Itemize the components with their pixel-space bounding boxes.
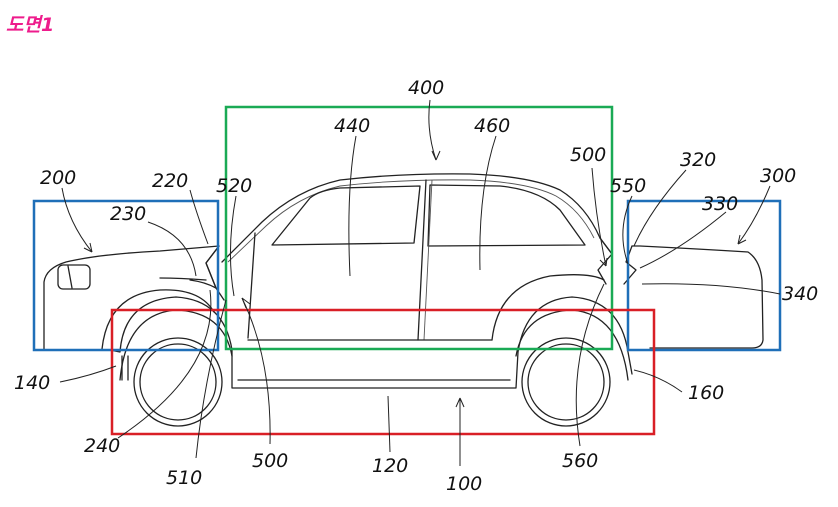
label-520: 520 bbox=[216, 175, 252, 197]
label-500-top: 500 bbox=[570, 144, 606, 166]
leader-300 bbox=[737, 185, 771, 245]
cabin-inner-roof bbox=[227, 179, 595, 263]
front-wheel bbox=[521, 337, 611, 427]
front-rim bbox=[527, 343, 605, 421]
label-160: 160 bbox=[688, 382, 724, 404]
tail-lamp-divider bbox=[67, 265, 73, 289]
figure-title: 도면1 bbox=[6, 14, 54, 36]
leader-120 bbox=[387, 395, 391, 453]
leader-510 bbox=[195, 299, 227, 459]
label-340: 340 bbox=[782, 283, 818, 305]
front-module-box bbox=[626, 199, 782, 352]
rear-wheel bbox=[133, 337, 223, 427]
label-510: 510 bbox=[166, 467, 202, 489]
cabin-front-edge bbox=[247, 232, 256, 339]
leader-lines bbox=[59, 99, 781, 466]
arrow-200 bbox=[83, 242, 93, 253]
leader-400 bbox=[428, 99, 437, 161]
rear-rim bbox=[139, 343, 217, 421]
rear-module-body bbox=[43, 245, 220, 350]
cabin-rear-arch bbox=[491, 274, 605, 341]
leader-320 bbox=[633, 169, 687, 247]
arrow-100 bbox=[455, 397, 465, 408]
leader-550 bbox=[622, 195, 633, 265]
arrow-500-bottom bbox=[241, 297, 251, 309]
label-120: 120 bbox=[372, 455, 408, 477]
leader-330 bbox=[639, 211, 727, 269]
front-tire bbox=[521, 337, 611, 427]
rear-module-wheel-arch bbox=[101, 289, 215, 350]
b-pillar bbox=[417, 179, 427, 341]
label-230: 230 bbox=[110, 203, 146, 225]
rear-tire bbox=[133, 337, 223, 427]
label-200: 200 bbox=[40, 167, 76, 189]
leader-240 bbox=[117, 289, 212, 439]
b-pillar-inner bbox=[423, 179, 433, 341]
arrow-500-top bbox=[599, 257, 608, 267]
label-460: 460 bbox=[474, 115, 510, 137]
leader-140 bbox=[59, 365, 117, 383]
label-560: 560 bbox=[562, 450, 598, 472]
label-400: 400 bbox=[408, 77, 444, 99]
leader-560 bbox=[575, 283, 605, 447]
cabin-roof bbox=[221, 173, 613, 263]
leader-500-top bbox=[591, 167, 607, 267]
leader-440 bbox=[348, 135, 357, 277]
label-550: 550 bbox=[610, 175, 646, 197]
label-140: 140 bbox=[14, 372, 50, 394]
leader-160 bbox=[633, 369, 683, 393]
leader-200 bbox=[61, 187, 93, 253]
label-100: 100 bbox=[446, 473, 482, 495]
label-440: 440 bbox=[334, 115, 370, 137]
front-module-joint bbox=[623, 245, 637, 285]
rear-joint bbox=[205, 245, 225, 301]
arrow-400 bbox=[431, 150, 441, 161]
front-module-body bbox=[631, 245, 764, 349]
chassis-module-box bbox=[110, 308, 656, 436]
rear-window bbox=[427, 184, 586, 247]
label-330: 330 bbox=[702, 193, 738, 215]
label-220: 220 bbox=[152, 170, 188, 192]
label-320: 320 bbox=[680, 149, 716, 171]
reference-numerals: 400 440 460 200 220 230 520 500 550 320 … bbox=[14, 77, 818, 495]
label-240: 240 bbox=[84, 435, 120, 457]
cabin-module-box bbox=[224, 105, 614, 351]
rear-module-box bbox=[32, 199, 220, 352]
leader-520 bbox=[229, 195, 237, 297]
label-500-bottom: 500 bbox=[252, 450, 288, 472]
chassis-side bbox=[109, 296, 633, 389]
leader-460 bbox=[479, 135, 497, 271]
leader-500-bottom bbox=[241, 297, 271, 445]
label-300: 300 bbox=[760, 165, 796, 187]
leader-230 bbox=[147, 221, 197, 277]
leader-220 bbox=[189, 189, 209, 245]
arrow-300 bbox=[737, 234, 747, 245]
front-window bbox=[271, 185, 421, 246]
leader-340 bbox=[641, 283, 781, 295]
tail-lamp bbox=[57, 264, 91, 290]
chassis-inner bbox=[121, 355, 511, 381]
